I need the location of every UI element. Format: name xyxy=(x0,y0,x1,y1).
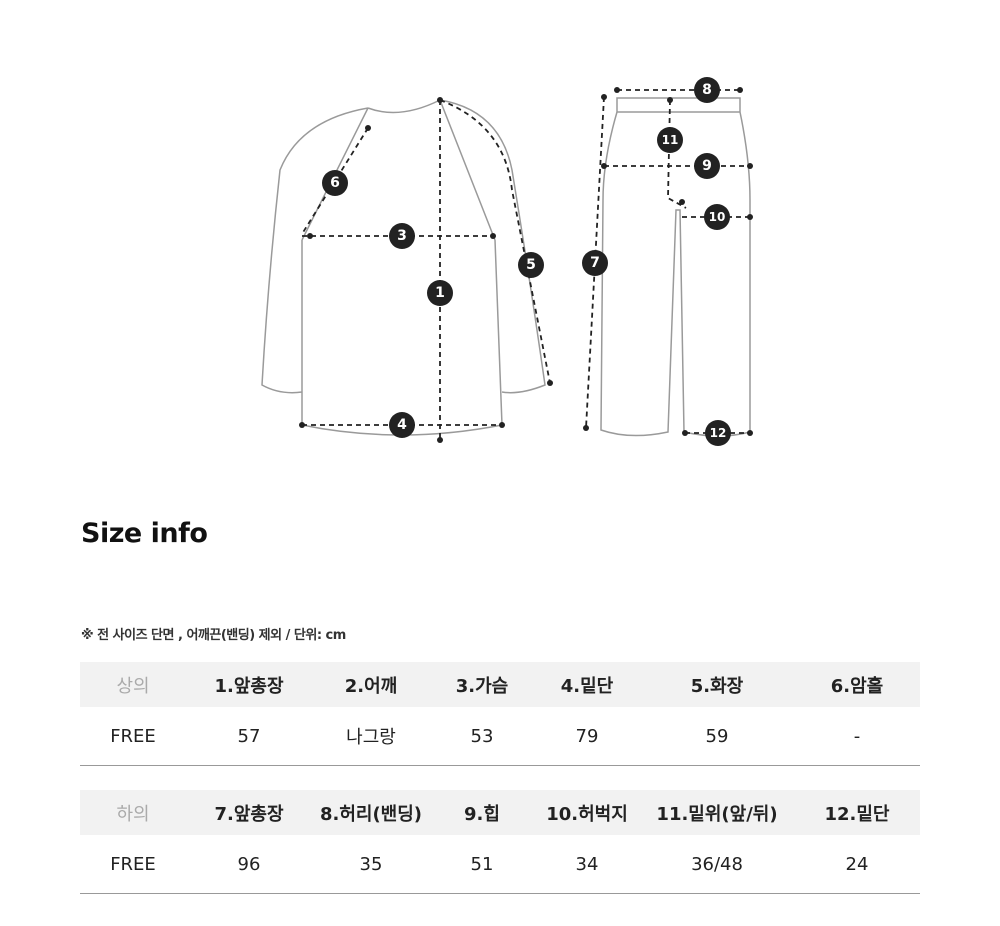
svg-text:1: 1 xyxy=(435,285,445,301)
header-cell: 7.앞총장 xyxy=(186,790,312,835)
header-cell: 1.앞총장 xyxy=(186,662,312,707)
svg-text:11: 11 xyxy=(662,133,679,147)
header-cell: 상의 xyxy=(80,662,186,707)
marker-9: 9 xyxy=(694,153,720,179)
table-cell: 34 xyxy=(534,835,640,894)
marker-12: 12 xyxy=(705,420,731,446)
table-header-row: 하의 7.앞총장 8.허리(밴딩) 9.힙 10.허벅지 11.밑위(앞/뒤) … xyxy=(80,790,920,835)
table-cell: 57 xyxy=(186,707,312,766)
table-cell: FREE xyxy=(80,707,186,766)
marker-11: 11 xyxy=(657,127,683,153)
table-cell: 79 xyxy=(534,707,640,766)
table-header-row: 상의 1.앞총장 2.어깨 3.가슴 4.밑단 5.화장 6.암홀 xyxy=(80,662,920,707)
header-cell: 3.가슴 xyxy=(430,662,534,707)
header-cell: 6.암홀 xyxy=(794,662,920,707)
svg-text:12: 12 xyxy=(710,426,727,440)
table-cell: 59 xyxy=(640,707,794,766)
marker-5: 5 xyxy=(518,252,544,278)
svg-text:10: 10 xyxy=(709,210,726,224)
header-cell: 2.어깨 xyxy=(312,662,430,707)
table-cell: - xyxy=(794,707,920,766)
size-note: ※ 전 사이즈 단면 , 어깨끈(밴딩) 제외 / 단위: cm xyxy=(81,628,346,643)
header-cell: 8.허리(밴딩) xyxy=(312,790,430,835)
svg-text:3: 3 xyxy=(397,228,407,244)
marker-3: 3 xyxy=(389,223,415,249)
header-cell: 9.힙 xyxy=(430,790,534,835)
marker-1: 1 xyxy=(427,280,453,306)
header-cell: 하의 xyxy=(80,790,186,835)
header-cell: 5.화장 xyxy=(640,662,794,707)
header-cell: 10.허벅지 xyxy=(534,790,640,835)
svg-text:4: 4 xyxy=(397,417,407,433)
top-size-table: 상의 1.앞총장 2.어깨 3.가슴 4.밑단 5.화장 6.암홀 FREE 5… xyxy=(80,662,920,766)
header-cell: 11.밑위(앞/뒤) xyxy=(640,790,794,835)
marker-8: 8 xyxy=(694,77,720,103)
size-diagram: 1 3 4 5 6 7 8 9 10 11 12 xyxy=(261,77,753,446)
table-cell: 36/48 xyxy=(640,835,794,894)
bottom-size-table: 하의 7.앞총장 8.허리(밴딩) 9.힙 10.허벅지 11.밑위(앞/뒤) … xyxy=(80,790,920,894)
top-garment-outline xyxy=(261,99,546,436)
svg-text:5: 5 xyxy=(526,257,536,273)
table-cell: 나그랑 xyxy=(312,707,430,766)
marker-10: 10 xyxy=(704,204,730,230)
marker-7: 7 xyxy=(582,250,608,276)
table-row: FREE 96 35 51 34 36/48 24 xyxy=(80,835,920,894)
table-cell: FREE xyxy=(80,835,186,894)
section-title: Size info xyxy=(81,518,208,549)
table-cell: 53 xyxy=(430,707,534,766)
header-cell: 4.밑단 xyxy=(534,662,640,707)
svg-text:9: 9 xyxy=(702,158,712,174)
table-cell: 51 xyxy=(430,835,534,894)
svg-text:6: 6 xyxy=(330,175,340,191)
table-cell: 35 xyxy=(312,835,430,894)
marker-6: 6 xyxy=(322,170,348,196)
table-cell: 96 xyxy=(186,835,312,894)
table-row: FREE 57 나그랑 53 79 59 - xyxy=(80,707,920,766)
table-cell: 24 xyxy=(794,835,920,894)
marker-4: 4 xyxy=(389,412,415,438)
svg-text:8: 8 xyxy=(702,82,712,98)
svg-text:7: 7 xyxy=(590,255,600,271)
header-cell: 12.밑단 xyxy=(794,790,920,835)
